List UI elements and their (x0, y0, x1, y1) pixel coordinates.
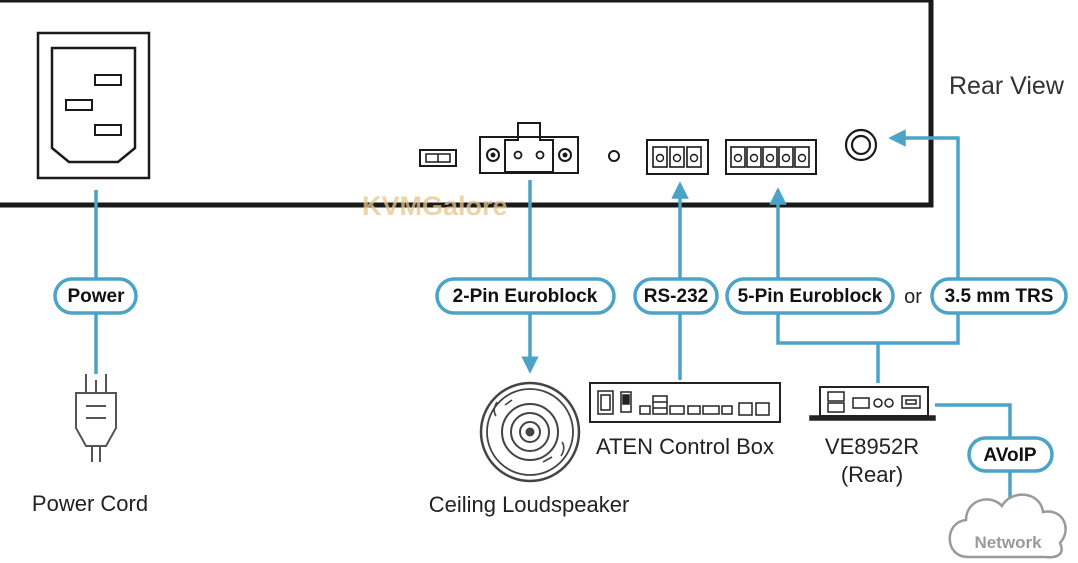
rear-view-title: Rear View (949, 72, 1065, 100)
power-inlet-icon (36, 31, 151, 180)
five-pin-euroblock-label: 5-Pin Euroblock (725, 277, 895, 315)
network-label: Network (974, 533, 1042, 552)
power-cord-caption: Power Cord (32, 491, 148, 516)
five-pin-connector-icon (725, 139, 817, 175)
dip-switch-icon (419, 149, 457, 167)
two-pin-connector-icon (479, 122, 579, 174)
led-hole-icon (608, 150, 620, 162)
network-cloud-icon (948, 493, 1067, 559)
svg-text:Power: Power (67, 286, 125, 307)
svg-text:AVoIP: AVoIP (983, 445, 1036, 466)
svg-text:RS-232: RS-232 (644, 286, 708, 307)
svg-text:5-Pin Euroblock: 5-Pin Euroblock (738, 286, 883, 307)
trs-label: 3.5 mm TRS (930, 277, 1068, 315)
watermark-text: KVMGalore (362, 191, 508, 221)
avoip-label: AVoIP (967, 436, 1054, 473)
control-box-caption: ATEN Control Box (596, 434, 774, 459)
rs232-label: RS-232 (633, 277, 719, 315)
rs232-connector-icon (646, 139, 709, 175)
ceiling-loudspeaker-icon (479, 381, 581, 483)
ve8952r-icon (809, 386, 936, 421)
svg-text:3.5 mm TRS: 3.5 mm TRS (945, 286, 1054, 307)
device-rear-panel (0, 0, 934, 208)
ve8952r-rear-caption: (Rear) (841, 462, 903, 487)
two-pin-euroblock-label: 2-Pin Euroblock (435, 277, 616, 315)
power-plug-icon (75, 374, 117, 462)
control-box-icon (589, 382, 781, 423)
or-label: or (904, 286, 922, 308)
power-label: Power (53, 277, 138, 315)
ceiling-loudspeaker-caption: Ceiling Loudspeaker (429, 492, 630, 517)
svg-text:2-Pin Euroblock: 2-Pin Euroblock (453, 286, 598, 307)
ve8952r-caption: VE8952R (825, 434, 919, 459)
audio-jack-icon (844, 128, 878, 162)
